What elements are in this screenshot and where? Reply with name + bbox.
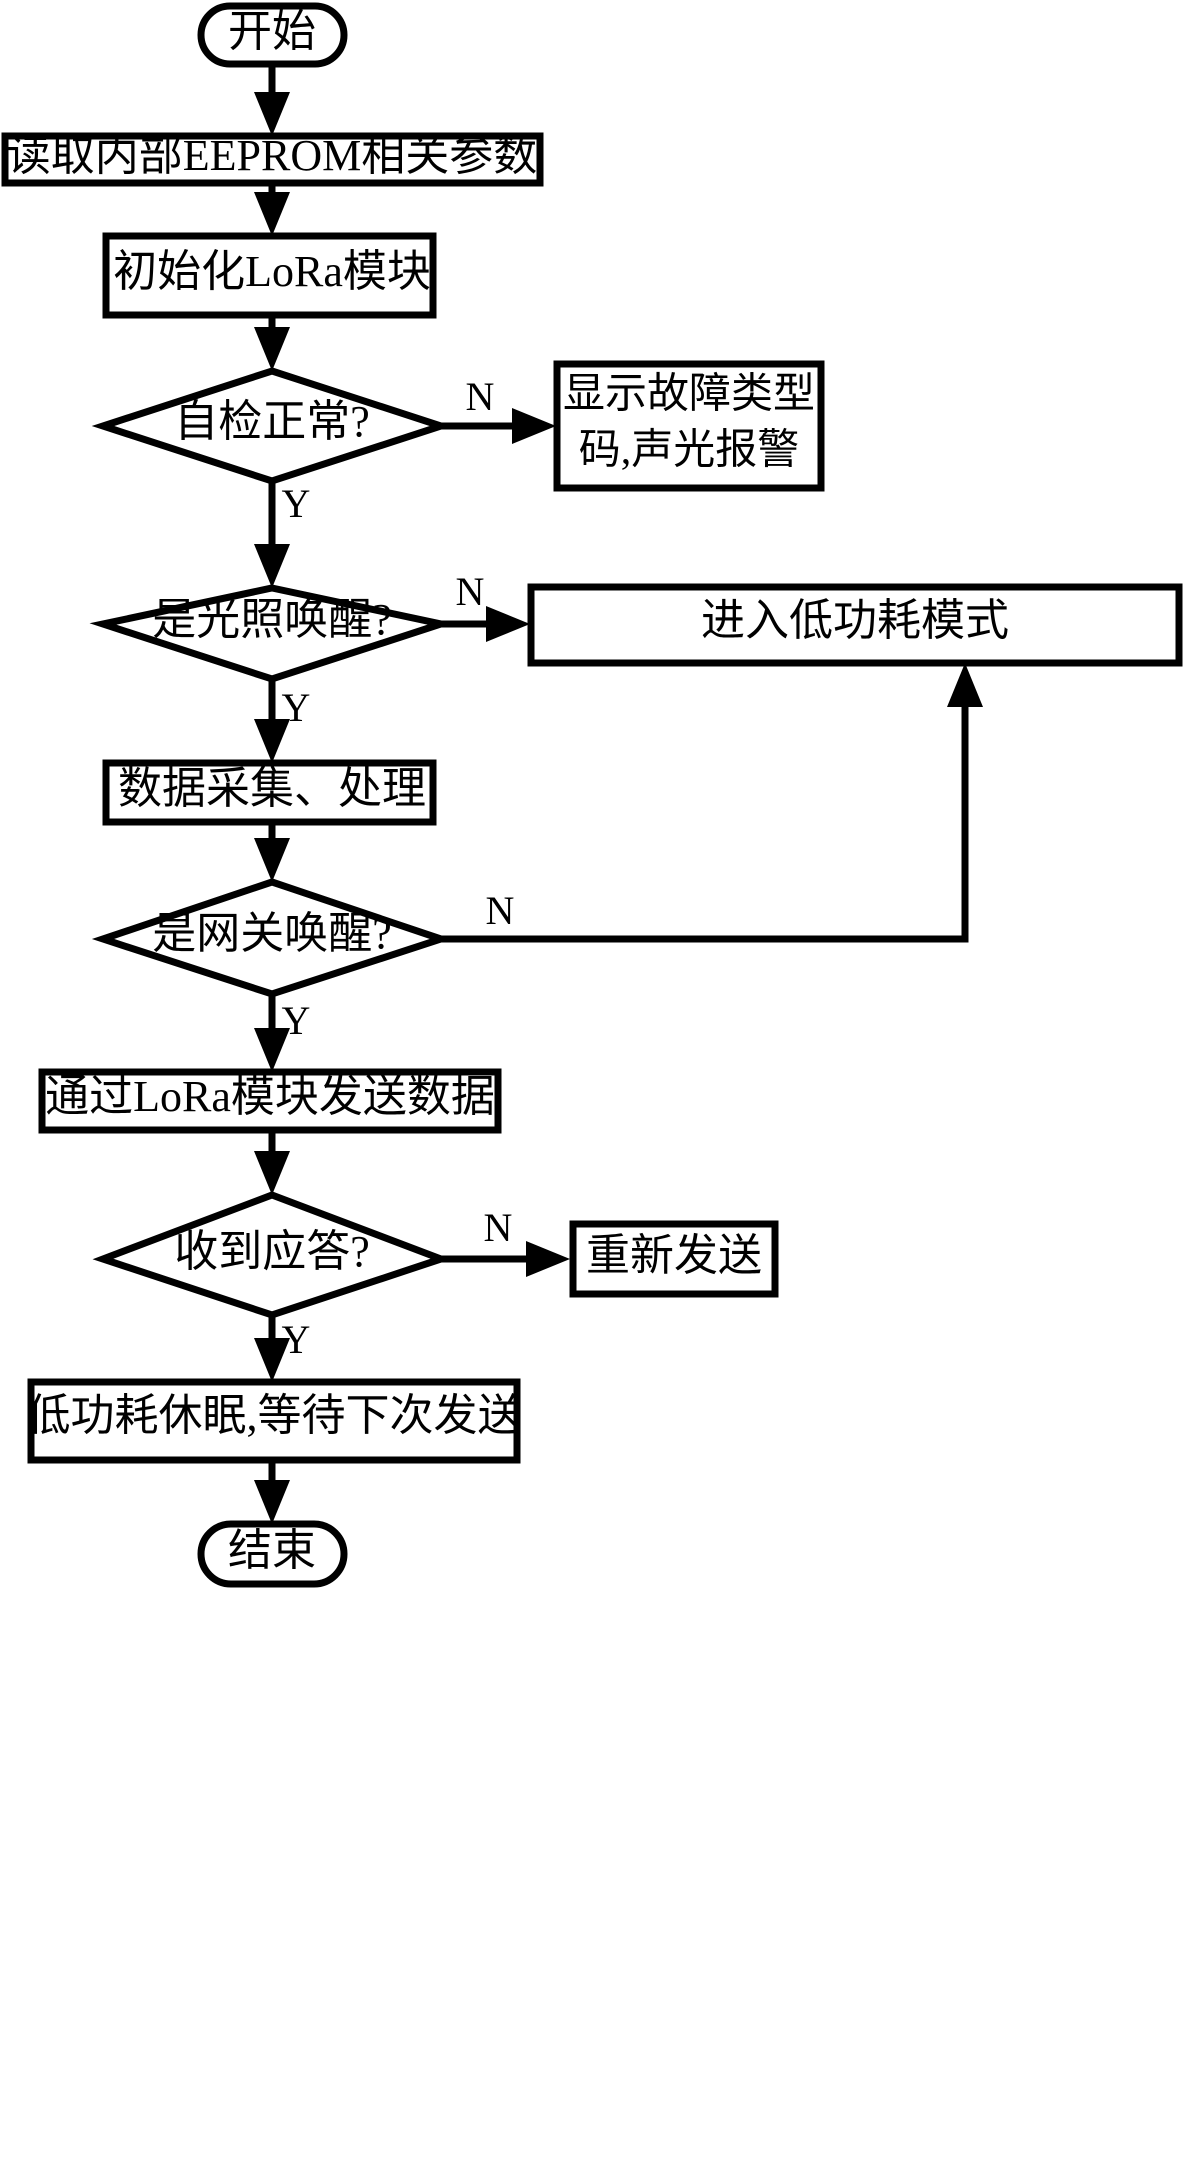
node-gateway-wake-label: 是网关唤醒? bbox=[152, 909, 392, 958]
connector-gateway-wake-no-to-low-power bbox=[441, 663, 983, 943]
node-sleep[interactable]: 低功耗休眠,等待下次发送 bbox=[27, 1378, 522, 1464]
node-read-eeprom[interactable]: 读取内部EEPROM相关参数 bbox=[1, 131, 544, 187]
connector-sleep-to-end bbox=[254, 1460, 290, 1524]
node-show-fault-label-line2: 码,声光报警 bbox=[579, 428, 800, 474]
node-start[interactable]: 开始 bbox=[197, 2, 348, 68]
node-end-label: 结束 bbox=[228, 1526, 316, 1575]
node-data-acq[interactable]: 数据采集、处理 bbox=[102, 759, 437, 826]
node-self-check[interactable]: 自检正常? bbox=[91, 367, 453, 485]
node-low-power-label: 进入低功耗模式 bbox=[701, 596, 1009, 645]
node-read-eeprom-label: 读取内部EEPROM相关参数 bbox=[7, 131, 537, 180]
node-start-label: 开始 bbox=[228, 7, 316, 56]
edge-label-self-check-no: N bbox=[466, 374, 495, 419]
node-send-data[interactable]: 通过LoRa模块发送数据 bbox=[38, 1068, 502, 1134]
node-got-ack[interactable]: 收到应答? bbox=[92, 1191, 452, 1319]
node-light-wake[interactable]: 是光照唤醒? bbox=[89, 584, 455, 683]
connector-gateway-wake-yes-to-send-data bbox=[254, 994, 290, 1072]
node-got-ack-label: 收到应答? bbox=[174, 1227, 370, 1276]
node-light-wake-label: 是光照唤醒? bbox=[152, 595, 392, 644]
edge-label-light-wake-yes: Y bbox=[282, 685, 311, 730]
node-gateway-wake[interactable]: 是网关唤醒? bbox=[91, 878, 453, 998]
node-show-fault-label-line1: 显示故障类型 bbox=[563, 372, 815, 418]
connector-read-eeprom-to-init-lora bbox=[254, 183, 290, 236]
connector-send-data-to-got-ack bbox=[254, 1130, 290, 1195]
edge-label-self-check-yes: Y bbox=[282, 481, 311, 526]
connector-init-lora-to-self-check bbox=[254, 315, 290, 371]
node-resend[interactable]: 重新发送 bbox=[569, 1220, 779, 1298]
node-init-lora[interactable]: 初始化LoRa模块 bbox=[102, 232, 437, 319]
node-sleep-label: 低功耗休眠,等待下次发送 bbox=[27, 1391, 522, 1440]
connector-got-ack-yes-to-sleep bbox=[254, 1315, 290, 1382]
connector-data-acq-to-gateway-wake bbox=[254, 822, 290, 882]
connector-self-check-yes-to-light-wake bbox=[254, 481, 290, 588]
connector-light-wake-no-to-low-power bbox=[441, 606, 530, 642]
node-init-lora-label: 初始化LoRa模块 bbox=[113, 247, 431, 296]
edge-label-light-wake-no: N bbox=[456, 569, 485, 614]
connector-self-check-no-to-show-fault bbox=[441, 408, 556, 444]
edge-label-gateway-wake-yes: Y bbox=[282, 998, 311, 1043]
edge-label-got-ack-no: N bbox=[484, 1205, 513, 1250]
node-data-acq-label: 数据采集、处理 bbox=[118, 764, 426, 813]
connector-light-wake-yes-to-data-acq bbox=[254, 679, 290, 763]
node-send-data-label: 通过LoRa模块发送数据 bbox=[45, 1072, 495, 1121]
connector-got-ack-no-to-resend bbox=[441, 1241, 570, 1277]
node-resend-label: 重新发送 bbox=[586, 1231, 762, 1280]
edge-label-gateway-wake-no: N bbox=[486, 888, 515, 933]
node-end[interactable]: 结束 bbox=[197, 1520, 348, 1588]
node-show-fault[interactable]: 显示故障类型 码,声光报警 bbox=[553, 360, 825, 492]
connector-start-to-read-eeprom bbox=[254, 64, 290, 136]
node-self-check-label: 自检正常? bbox=[174, 397, 370, 446]
edge-label-got-ack-yes: Y bbox=[282, 1317, 311, 1362]
node-low-power[interactable]: 进入低功耗模式 bbox=[527, 583, 1183, 667]
